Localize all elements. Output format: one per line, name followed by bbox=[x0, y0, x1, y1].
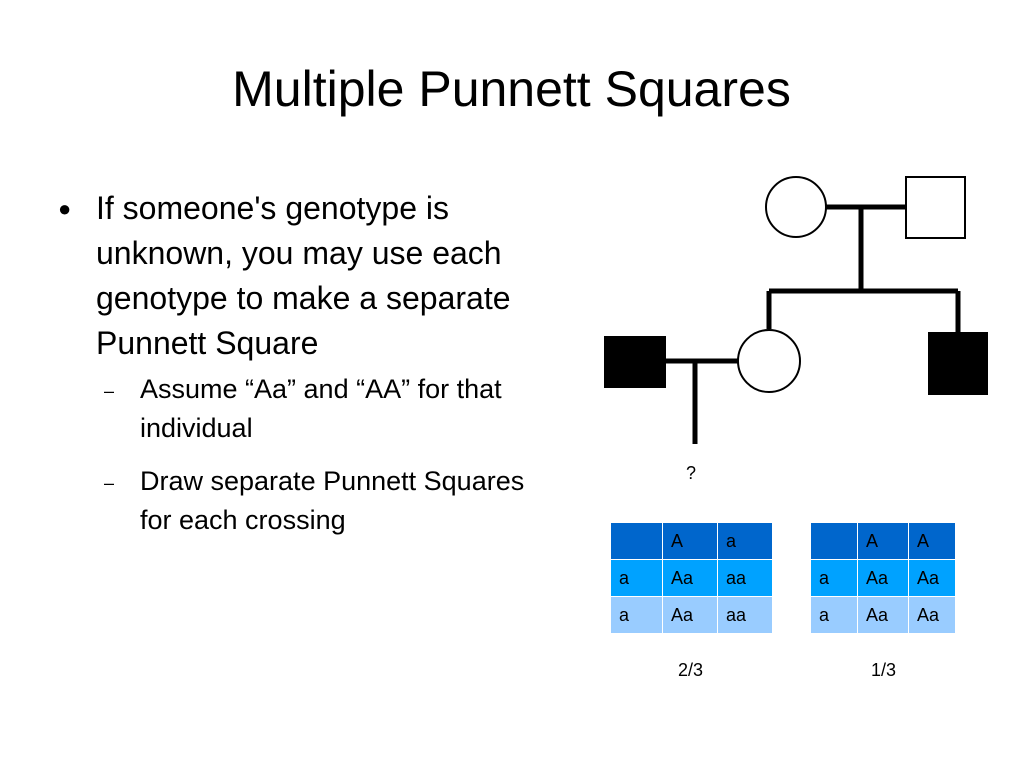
mother-female-symbol bbox=[765, 176, 827, 238]
table-cell bbox=[610, 522, 663, 560]
bullet-list: ● If someone's genotype is unknown, you … bbox=[58, 186, 528, 540]
table-cell: Aa bbox=[908, 559, 956, 597]
affected-son-symbol bbox=[928, 332, 988, 395]
table-cell: Aa bbox=[662, 559, 718, 597]
probability-label: 1/3 bbox=[871, 660, 897, 680]
table-cell: aa bbox=[717, 559, 773, 597]
sub-bullet-text: Assume “Aa” and “AA” for that individual bbox=[140, 374, 502, 443]
affected-husband-symbol bbox=[604, 336, 666, 388]
table-cell: aa bbox=[717, 596, 773, 634]
table-row: a Aa aa bbox=[610, 559, 773, 597]
table-cell: A bbox=[662, 522, 718, 560]
table-cell: Aa bbox=[908, 596, 956, 634]
table-cell bbox=[810, 522, 858, 560]
sub-bullet-dash-icon: – bbox=[104, 473, 115, 493]
table-header-row: A a bbox=[610, 522, 773, 560]
father-male-symbol bbox=[905, 176, 966, 239]
slide-title: Multiple Punnett Squares bbox=[232, 61, 791, 117]
table-cell: Aa bbox=[662, 596, 718, 634]
bullet-text: If someone's genotype is unknown, you ma… bbox=[96, 190, 511, 361]
table-row: a Aa Aa bbox=[810, 559, 956, 597]
bullet-dot-icon: ● bbox=[58, 196, 72, 221]
probability-label: 2/3 bbox=[678, 660, 704, 680]
table-cell: Aa bbox=[857, 596, 909, 634]
table-cell: Aa bbox=[857, 559, 909, 597]
sub-bullet-text: Draw separate Punnett Squares for each c… bbox=[140, 466, 525, 535]
punnett-square-aa: A a a Aa aa a Aa aa bbox=[610, 522, 773, 634]
sub-bullet-dash-icon: – bbox=[104, 381, 115, 401]
unknown-offspring-label: ? bbox=[686, 463, 697, 483]
table-cell: a bbox=[610, 559, 663, 597]
table-cell: a bbox=[610, 596, 663, 634]
table-row: a Aa Aa bbox=[810, 596, 956, 634]
table-row: a Aa aa bbox=[610, 596, 773, 634]
table-cell: a bbox=[717, 522, 773, 560]
punnett-square-AA: A A a Aa Aa a Aa Aa bbox=[810, 522, 956, 634]
table-header-row: A A bbox=[810, 522, 956, 560]
daughter-female-symbol bbox=[737, 329, 801, 393]
sub-bullet-item: – Draw separate Punnett Squares for each… bbox=[104, 462, 528, 540]
table-cell: a bbox=[810, 559, 858, 597]
bullet-item: ● If someone's genotype is unknown, you … bbox=[58, 186, 528, 366]
table-cell: a bbox=[810, 596, 858, 634]
table-cell: A bbox=[857, 522, 909, 560]
table-cell: A bbox=[908, 522, 956, 560]
sub-bullet-item: – Assume “Aa” and “AA” for that individu… bbox=[104, 370, 528, 448]
